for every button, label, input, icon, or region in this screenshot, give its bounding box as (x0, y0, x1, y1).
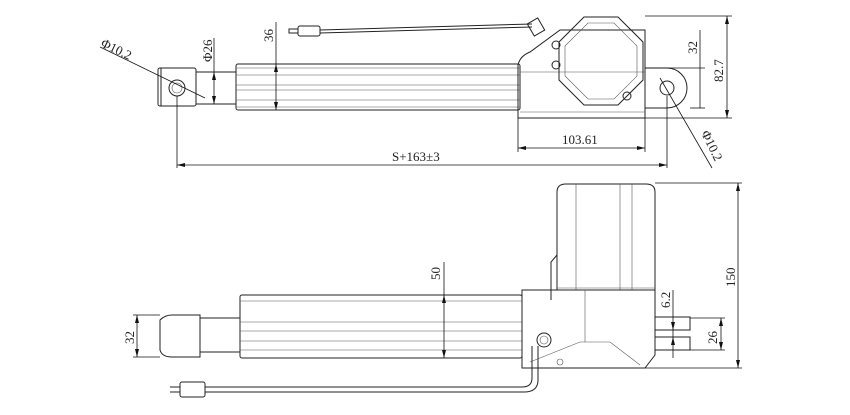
rear-fork-side (654, 316, 691, 351)
dim-rod-dia: Φ26 (200, 39, 215, 62)
dim-overall-height-top: 82.7 (711, 59, 726, 82)
dim-tube-height: 36 (261, 29, 276, 43)
rod-end-side (159, 314, 201, 358)
dim-installed-length: S+163±3 (392, 149, 440, 164)
dim-rod-end-width: 32 (122, 331, 137, 344)
dimensions-top (99, 15, 732, 169)
dim-fork-slot: 6.2 (658, 292, 673, 308)
gearbox-top (517, 16, 646, 119)
dim-rear-hole: Φ10.2 (698, 128, 726, 164)
dim-fork-width: 26 (705, 331, 720, 345)
power-cable-top (288, 17, 546, 37)
dim-gearbox-length: 103.61 (562, 132, 598, 147)
piston-rod (195, 71, 237, 105)
side-view: 32 50 150 6.2 26 (122, 182, 742, 398)
power-cable-side (170, 346, 539, 398)
piston-rod-side (199, 317, 241, 353)
motor-side (550, 183, 656, 300)
dim-overall-height-side: 150 (723, 268, 738, 288)
top-view: Φ10.2 Φ26 36 32 82.7 103.61 Φ10.2 S+163±… (99, 15, 732, 169)
gearbox-side (521, 289, 656, 369)
dim-rear-eye-width: 32 (685, 41, 700, 54)
outer-tube (235, 63, 521, 111)
rear-mount-eye (645, 67, 688, 109)
dim-front-hole: Φ10.2 (99, 35, 135, 63)
outer-tube-side (239, 294, 523, 359)
dimensions-side (133, 182, 742, 369)
dim-tube-width: 50 (428, 267, 443, 280)
